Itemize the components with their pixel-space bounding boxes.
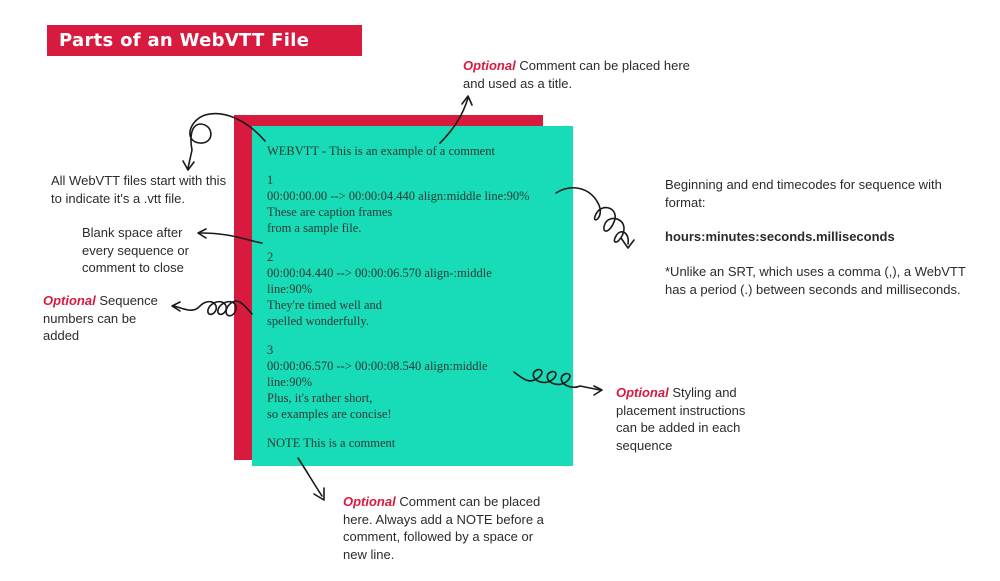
arrow-timecodes	[555, 187, 630, 245]
page-title: Parts of an WebVTT File	[59, 30, 310, 51]
optional-label: Optional	[616, 385, 669, 400]
annotation-text: Styling and placement instructions can b…	[616, 385, 746, 453]
annotation-text: Comment can be placed here and used as a…	[463, 58, 690, 91]
annotation-title-comment: Optional Comment can be placed here and …	[463, 57, 703, 92]
code-line-seq3-timecode: 00:00:06.570 --> 00:00:08.540 align:midd…	[267, 359, 488, 373]
code-line-seq3-setting: line:90%	[267, 375, 313, 389]
code-line-seq1-timecode: 00:00:00.00 --> 00:00:04.440 align:middl…	[267, 189, 530, 203]
annotation-text: Comment can be placed here. Always add a…	[343, 494, 544, 562]
annotation-text: Sequence numbers can be added	[43, 293, 158, 343]
optional-label: Optional	[463, 58, 516, 73]
title-bar: Parts of an WebVTT File	[47, 25, 362, 56]
code-line-seq2-text2: spelled wonderfully.	[267, 314, 369, 328]
code-line-seq1-text2: from a sample file.	[267, 221, 362, 235]
optional-label: Optional	[343, 494, 396, 509]
arrow-sequence-numbers	[173, 300, 253, 317]
code-line-seq3-number: 3	[267, 343, 274, 357]
code-line-seq1-text1: These are caption frames	[267, 205, 393, 219]
arrowhead-note-comment	[313, 487, 325, 501]
webvtt-code-card	[252, 126, 573, 466]
arrow-note-comment	[297, 457, 323, 497]
code-line-seq3-text1: Plus, it's rather short,	[267, 391, 373, 405]
annotation-timecodes-note: *Unlike an SRT, which uses a comma (,), …	[665, 264, 966, 297]
annotation-timecodes-format: hours:minutes:seconds.milliseconds	[665, 228, 985, 246]
arrowhead-blank-space	[197, 228, 207, 239]
annotation-timecodes-intro: Beginning and end timecodes for sequence…	[665, 177, 942, 210]
arrowhead-timecodes	[620, 237, 635, 249]
arrow-webvtt-header	[187, 112, 266, 169]
annotation-note-comment: Optional Comment can be placed here. Alw…	[343, 493, 553, 563]
annotation-styling: Optional Styling and placement instructi…	[616, 384, 766, 454]
arrow-title-comment	[439, 97, 469, 144]
code-line-note: NOTE This is a comment	[267, 436, 396, 450]
annotation-webvtt-header: All WebVTT files start with this to indi…	[51, 173, 227, 206]
code-line-header: WEBVTT - This is an example of a comment	[267, 144, 495, 158]
arrowhead-styling	[593, 385, 603, 396]
code-line-seq2-timecode: 00:00:04.440 --> 00:00:06.570 align-:mid…	[267, 266, 492, 280]
code-line-seq1-number: 1	[267, 173, 274, 187]
code-line-seq2-setting: line:90%	[267, 282, 313, 296]
arrowhead-sequence-numbers	[171, 301, 181, 312]
annotation-blank-space: Blank space after every sequence or comm…	[82, 225, 189, 275]
timecode-format: hours:minutes:seconds.milliseconds	[665, 229, 895, 244]
code-line-seq3-text2: so examples are concise!	[267, 407, 392, 421]
arrow-blank-space	[199, 232, 263, 244]
code-line-seq2-text1: They're timed well and	[267, 298, 383, 312]
optional-label: Optional	[43, 293, 96, 308]
arrowhead-webvtt-header	[182, 160, 195, 171]
arrow-styling	[513, 368, 601, 391]
annotation-sequence-numbers: Optional Sequence numbers can be added	[43, 292, 167, 345]
arrowhead-title-comment	[461, 95, 473, 106]
code-line-seq2-number: 2	[267, 250, 274, 264]
